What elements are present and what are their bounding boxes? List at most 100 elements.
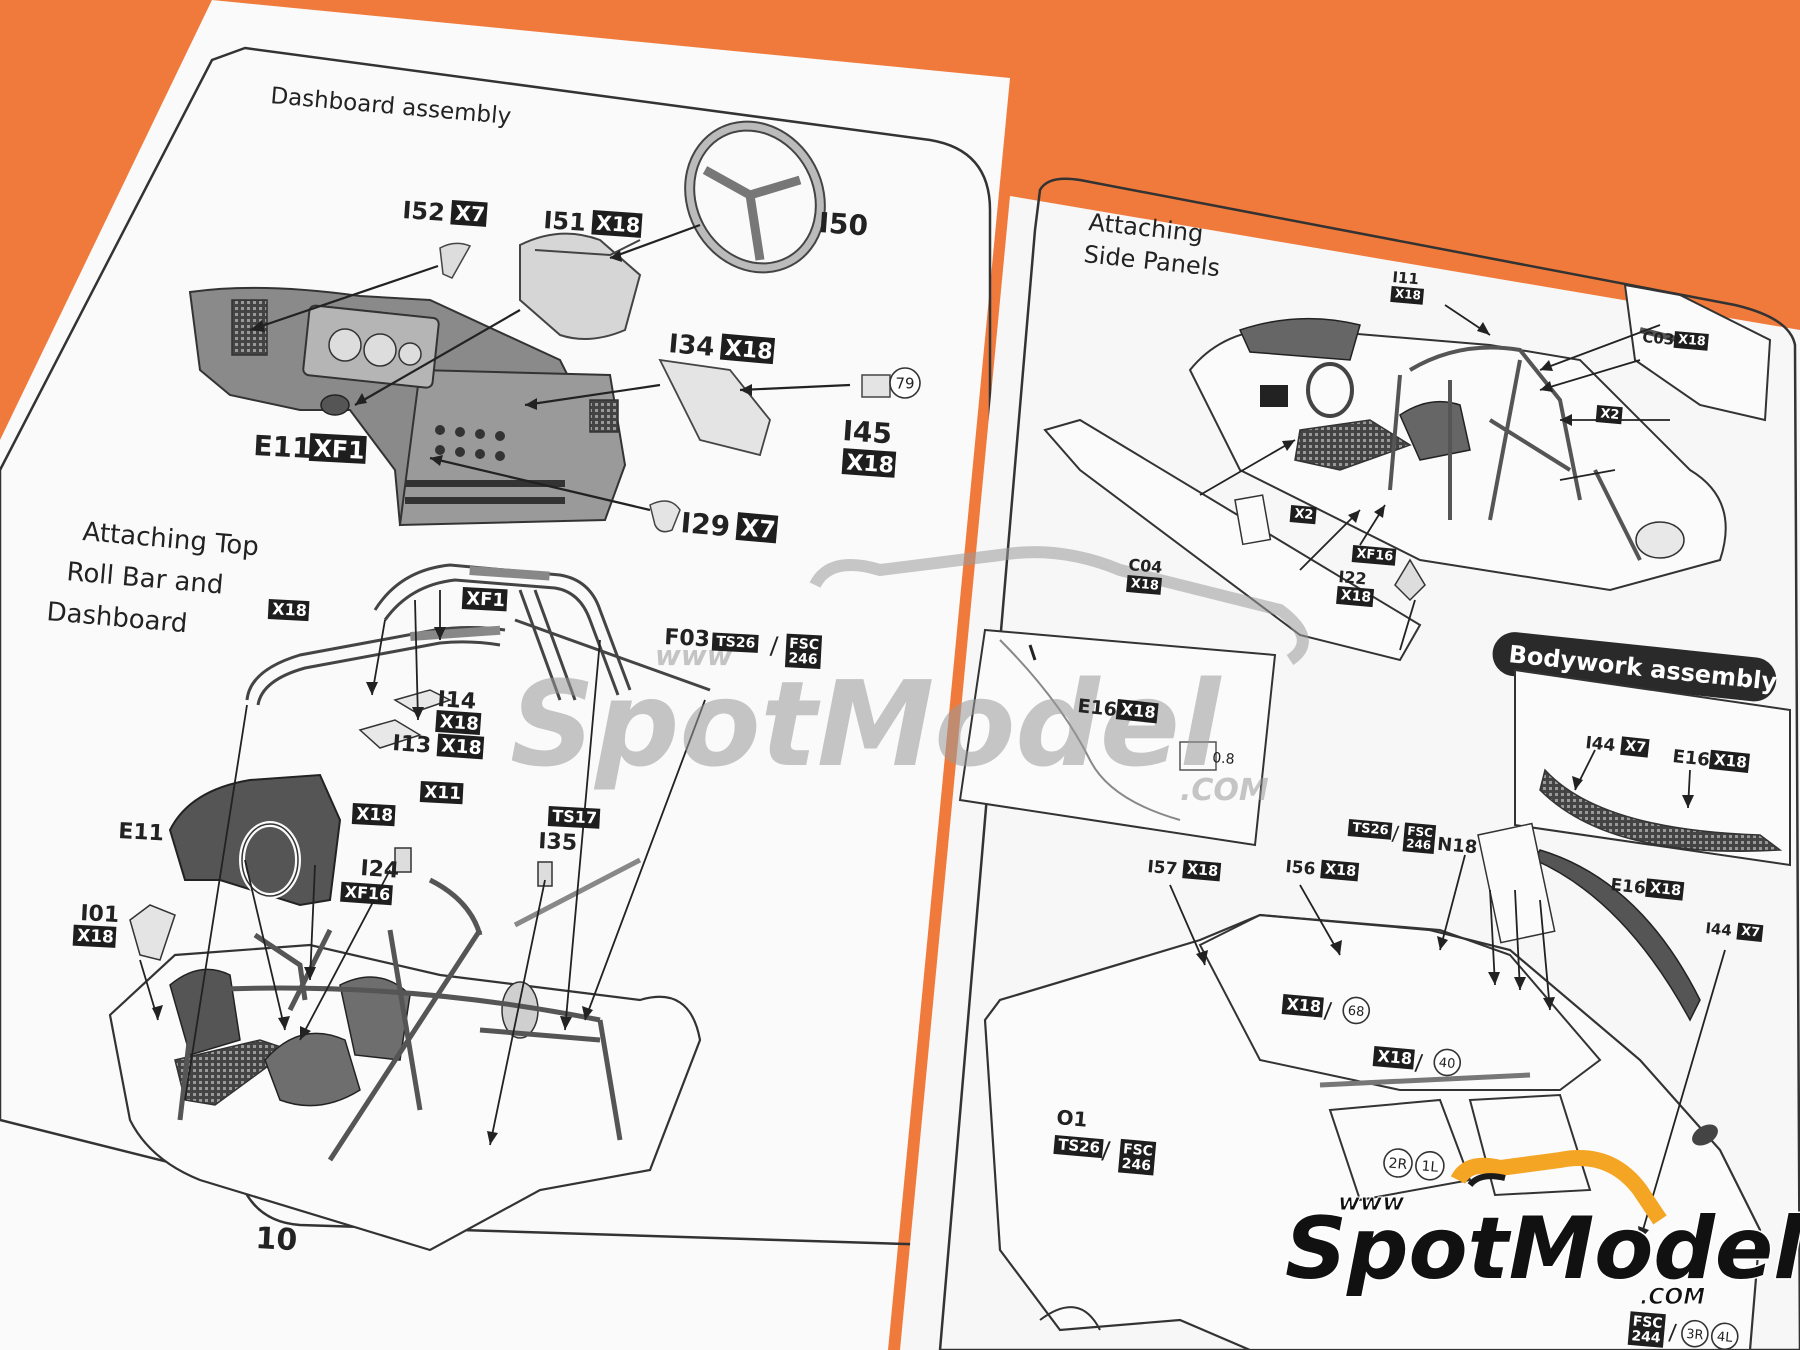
label-x11-tag: X11 (424, 782, 462, 804)
label-i44a-tag: X7 (1624, 738, 1647, 756)
label-e16a-tag-bg (1115, 699, 1159, 724)
car-body (983, 913, 1762, 1350)
part-i22-shape (1394, 558, 1426, 602)
label-xf1-bar-tag: XF1 (466, 588, 506, 611)
label-e16a-code: E16 (1076, 695, 1118, 721)
side-floor-mesh (1294, 419, 1412, 471)
label-i52-tag-bg (450, 200, 488, 227)
label-i24-tag: XF16 (344, 882, 391, 904)
label-c03-code: C03 (1642, 328, 1675, 349)
label-c79-num: 79 (895, 375, 914, 393)
label-c04-code: C04 (1128, 555, 1164, 577)
logo-brand: SpotModel (1285, 1199, 1800, 1299)
label-e16a-tag: X18 (1120, 700, 1157, 723)
label-c04-tag: X18 (1130, 576, 1159, 593)
label-o1-code: O1 (1056, 1105, 1089, 1132)
label-f03-ts: TS26 (716, 634, 756, 652)
label-x18-i24: X18 (351, 803, 396, 827)
label-f03-fsc: FSC246 (788, 636, 819, 668)
svg-text:/: / (1101, 1136, 1112, 1165)
label-c1l-num: 1L (1421, 1158, 1439, 1175)
label-x18-bar-tag-bg (267, 599, 310, 622)
label-o1-ts: TS26 (1057, 1135, 1100, 1157)
label-x11-tag-bg (419, 781, 464, 805)
rear-spoiler-e16 (1533, 849, 1701, 1022)
label-x18-68-tag: X18 (1286, 994, 1322, 1016)
bodywork-badge (1492, 632, 1777, 702)
label-f03-ts-bg (711, 632, 759, 653)
rollbar-arrows (139, 590, 706, 1146)
label-c79-num-ring (889, 367, 921, 399)
watermark: www SpotModel .COM (510, 546, 1309, 808)
label-c68-num-ring (1342, 996, 1371, 1025)
label-i52-code: I52 (402, 196, 446, 227)
seat-left (264, 1032, 361, 1107)
label-i14-tag-bg (435, 709, 482, 736)
label-i11-code: I11 (1392, 268, 1420, 288)
label-i50: I50 (818, 206, 870, 242)
right-page-frame (938, 177, 1800, 1350)
label-i56-tag-bg (1320, 859, 1360, 882)
steering-wheel-rim-inner (686, 122, 824, 272)
label-n18-code: N18 (1436, 834, 1478, 858)
label-i57-code: I57 (1147, 857, 1179, 880)
label-c4l-num: 4L (1716, 1330, 1734, 1346)
label-i01-tag: X18 (77, 926, 115, 948)
label-i50-code: I50 (818, 206, 870, 242)
label-i14-code: I14 (437, 687, 477, 715)
label-i44a-tag-bg (1620, 736, 1650, 758)
label-i22-tag: X18 (1340, 587, 1372, 606)
label-e11b: E11 (118, 819, 165, 846)
label-i45-tag-bg (841, 448, 897, 478)
label-ts17-tag-bg (547, 806, 601, 829)
label-c1l-num-ring (1415, 1150, 1445, 1181)
label-c04-tag-bg (1126, 574, 1162, 595)
watermark-suffix: .COM (1180, 773, 1269, 808)
label-o1-fsc-bg (1118, 1138, 1157, 1176)
label-i44b-tag-bg (1736, 922, 1764, 942)
label-thick-value: 0.8 (1212, 750, 1236, 768)
label-i24-tag-bg (340, 881, 393, 906)
label-i29-tag-bg (735, 512, 779, 544)
label-i01-tag-bg (72, 924, 117, 948)
side-arrows (1199, 304, 1670, 651)
rear-panel-c03 (1623, 283, 1772, 422)
label-x2a-tag-bg (1595, 405, 1623, 425)
car-rear-window (1328, 1098, 1472, 1202)
svg-text:/: / (1391, 821, 1400, 846)
label-n18-fsc-bg (1402, 822, 1437, 854)
label-thick: 0.8 (1212, 750, 1236, 768)
label-o1-fsc: FSC246 (1121, 1141, 1153, 1174)
side-dash-top (1238, 317, 1361, 361)
side-cage-tubes (1388, 345, 1642, 561)
label-c2r-num: 2R (1388, 1156, 1408, 1174)
label-i11-tag-bg (1390, 285, 1425, 305)
column-shroud (519, 232, 642, 340)
label-x2a: X2 (1595, 405, 1623, 425)
label-f03-code: F03 (664, 625, 711, 652)
svg-text:/: / (1414, 1051, 1424, 1077)
label-i29-tag: X7 (740, 513, 777, 544)
label-c68-num: 68 (1347, 1004, 1365, 1020)
spotmodel-logo: www SpotModel .COM (1284, 1150, 1800, 1311)
svg-text:/: / (1668, 1320, 1678, 1346)
body-arrows (1169, 854, 1726, 1241)
label-i57-tag-bg (1182, 859, 1222, 882)
dash-vent-right (589, 399, 619, 433)
label-e16c-tag: X18 (1649, 880, 1682, 899)
label-x18-68: X18/68 (1281, 994, 1371, 1025)
label-o1-ts-bg (1053, 1134, 1104, 1159)
label-fsc244-tag-bg (1627, 1311, 1666, 1348)
label-e16b-tag-bg (1708, 749, 1750, 774)
